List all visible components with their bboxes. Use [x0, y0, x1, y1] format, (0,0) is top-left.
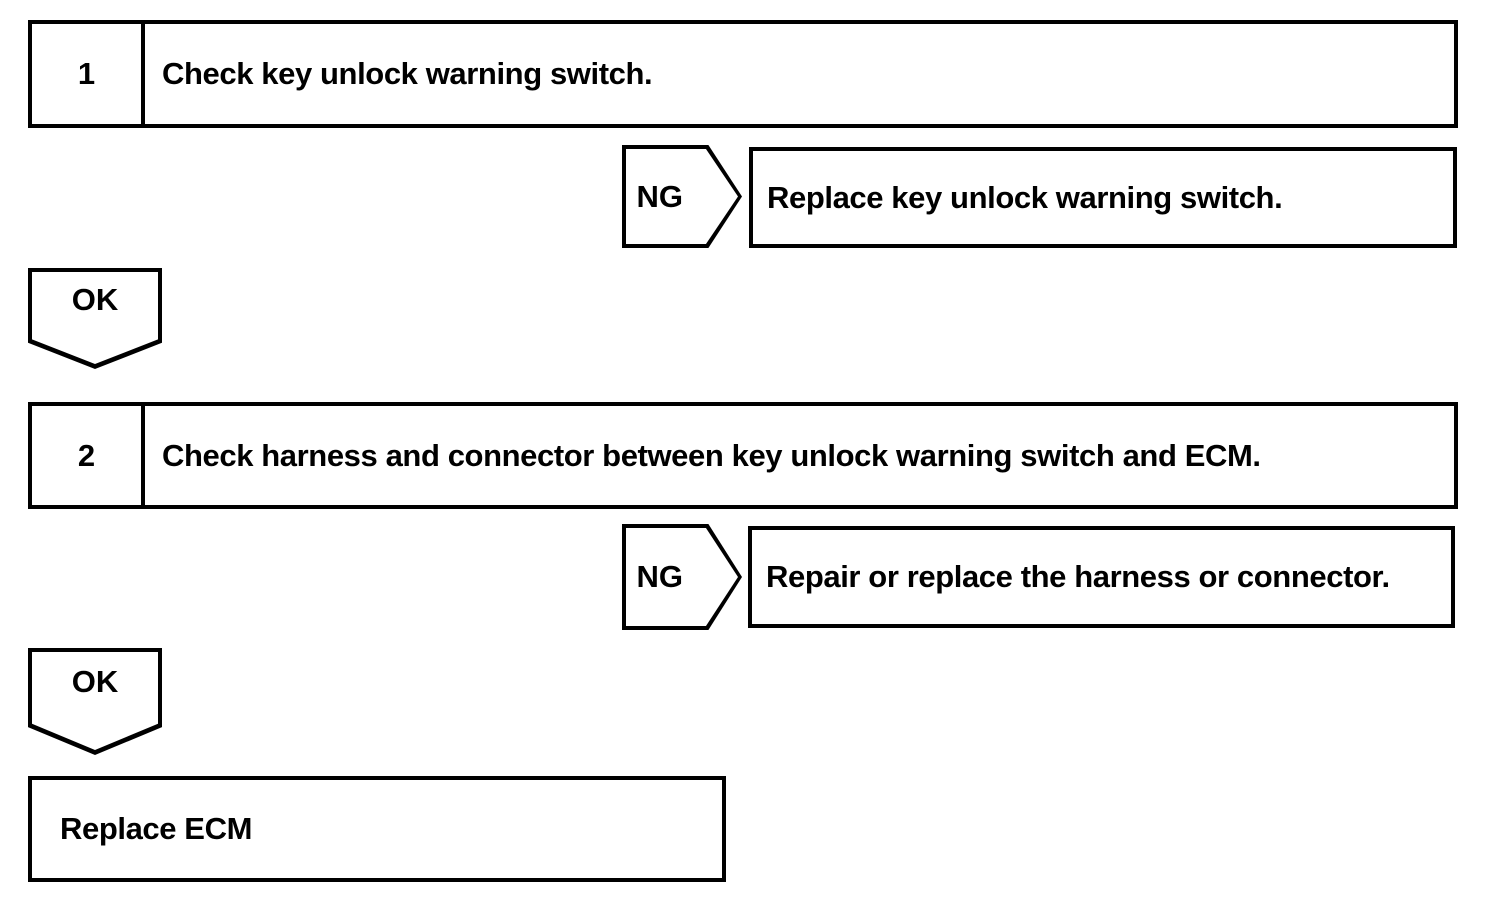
step-2-ng-action-box[interactable]: Repair or replace the harness or connect… [748, 526, 1455, 628]
step-1-ng-arrow: NG [622, 145, 742, 248]
step-1-ok-label: OK [71, 282, 119, 318]
step-1-ng-action-box[interactable]: Replace key unlock warning switch. [749, 147, 1457, 248]
step-1-box[interactable]: 1 Check key unlock warning switch. [28, 20, 1458, 128]
step-2-box[interactable]: 2 Check harness and connector between ke… [28, 402, 1458, 509]
final-action-text: Replace ECM [60, 811, 252, 846]
step-2-ng-arrow: NG [622, 524, 742, 630]
step-1-ng-action-text: Replace key unlock warning switch. [767, 179, 1283, 215]
step-1-number: 1 [32, 24, 145, 124]
step-1-ng-label: NG [636, 178, 684, 214]
final-action-box[interactable]: Replace ECM [28, 776, 726, 882]
step-2-ng-action-text: Repair or replace the harness or connect… [766, 559, 1390, 594]
step-1-text: Check key unlock warning switch. [162, 56, 653, 91]
step-2-ok-label: OK [71, 664, 119, 700]
step-2-number: 2 [32, 406, 145, 505]
step-1-ok-arrow: OK [28, 268, 162, 369]
step-2-text: Check harness and connector between key … [162, 437, 1261, 473]
step-2-ok-arrow: OK [28, 648, 162, 755]
step-2-ng-label: NG [636, 559, 684, 594]
